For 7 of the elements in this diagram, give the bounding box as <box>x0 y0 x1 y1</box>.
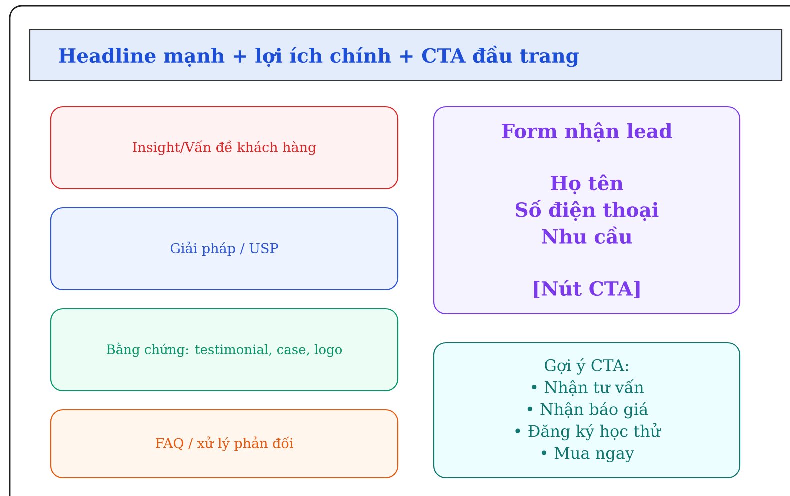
header-banner: Headline mạnh + lợi ích chính + CTA đầu trang <box>29 29 783 82</box>
section-box: Form nhận lead Họ tên Số điện thoại Nhu cầu [Nút CTA] <box>433 106 741 315</box>
section-box: Gợi ý CTA: • Nhận tư vấn • Nhận báo giá • Đăng ký học thử • Mua ngay <box>433 342 741 479</box>
section-box: Insight/Vấn đề khách hàng <box>50 106 399 190</box>
section-box: Bằng chứng: testimonial, case, logo <box>50 308 399 392</box>
section-box: Giải pháp / USP <box>50 207 399 291</box>
section-box: FAQ / xử lý phản đối <box>50 409 399 479</box>
